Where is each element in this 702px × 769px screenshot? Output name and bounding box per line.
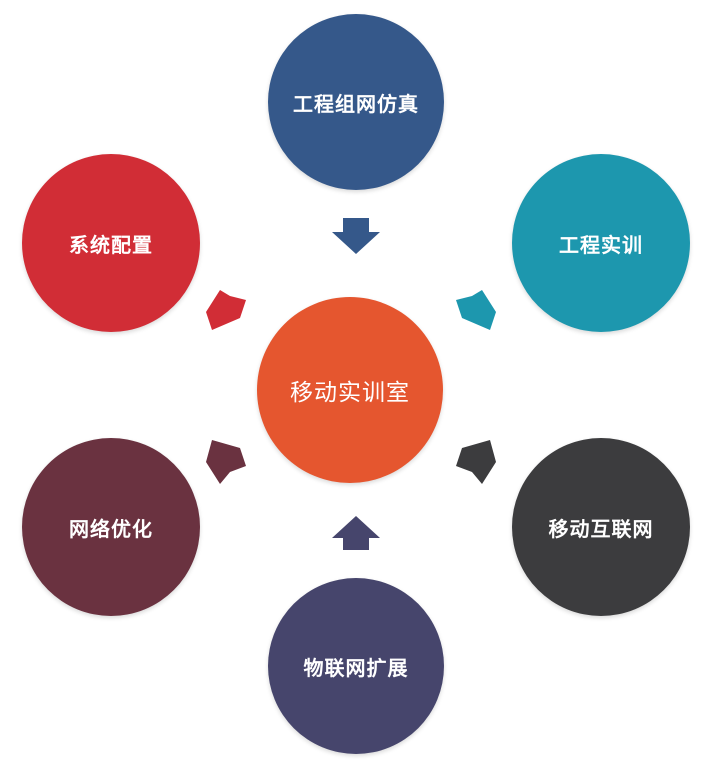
node-bottom: 物联网扩展: [268, 578, 444, 754]
node-bottom-right-label: 移动互联网: [548, 516, 654, 541]
arrow-from-top-right: [456, 290, 496, 330]
node-bottom-label: 物联网扩展: [303, 655, 409, 680]
node-bottom-left-label: 网络优化: [69, 516, 153, 541]
arrow-from-bottom: [332, 516, 380, 550]
arrow-from-bottom-right: [456, 440, 496, 484]
node-top-right-label: 工程实训: [559, 232, 643, 257]
arrow-from-top-left: [206, 290, 246, 330]
node-top: 工程组网仿真: [268, 14, 444, 190]
arrow-from-top: [332, 218, 380, 254]
node-bottom-right: 移动互联网: [512, 438, 690, 616]
node-top-right: 工程实训: [512, 154, 690, 332]
center-node: 移动实训室: [257, 297, 443, 483]
node-top-left-label: 系统配置: [69, 232, 153, 257]
node-top-label: 工程组网仿真: [293, 91, 419, 116]
center-node-label: 移动实训室: [290, 380, 410, 406]
node-bottom-left: 网络优化: [22, 438, 200, 616]
arrow-from-bottom-left: [206, 440, 246, 484]
node-top-left: 系统配置: [22, 154, 200, 332]
